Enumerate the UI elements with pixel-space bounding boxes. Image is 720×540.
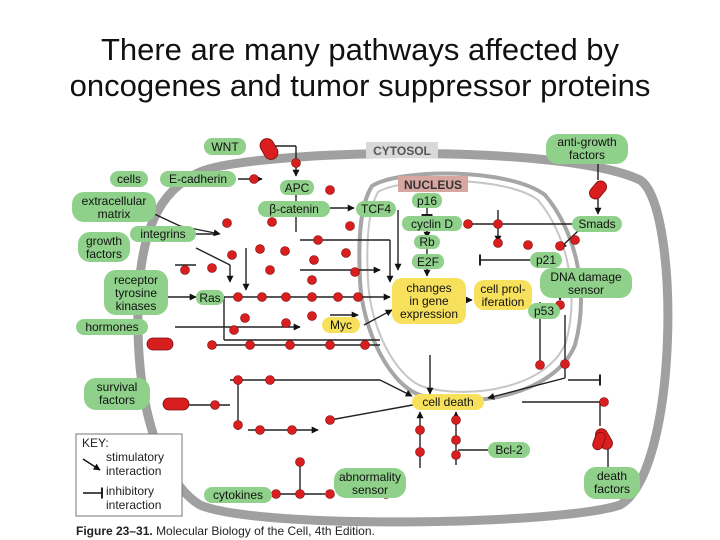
node-survival-factors [84, 378, 150, 410]
node-rb-label: Rb [419, 235, 435, 249]
node-tcf4 [356, 201, 396, 217]
node-ras [196, 290, 224, 305]
node-receptor-label-2: tyrosine [115, 286, 157, 300]
node-growth-label-1: growth [86, 234, 122, 248]
node-death-label-2: factors [594, 482, 630, 496]
legend-stimulatory-arrow [82, 458, 101, 471]
legend-key-title: KEY: [82, 436, 109, 450]
node-abnormality-label-1: abnormality [339, 470, 401, 484]
node-changes-label-3: expression [400, 307, 458, 321]
figure-caption: Figure 23–31. Molecular Biology of the C… [76, 524, 375, 538]
legend-stimulatory-label-2: interaction [106, 464, 161, 478]
node-p21-label: p21 [536, 253, 556, 267]
node-extracellular-label-2: matrix [98, 207, 131, 221]
legend-inhibitory-label-1: inhibitory [106, 484, 154, 498]
slide-title: There are many pathways affected by onco… [0, 32, 720, 104]
node-wnt-label: WNT [211, 140, 239, 154]
node-growth-factors [78, 232, 130, 262]
green-nodes: WNT anti-growth factors cells E-cadherin… [72, 134, 640, 503]
node-p16-label: p16 [417, 194, 437, 208]
node-smads [572, 216, 622, 232]
cell-membrane [133, 149, 673, 527]
nucleus-label-text: NUCLEUS [404, 178, 462, 192]
node-e-cadherin-label: E-cadherin [169, 172, 227, 186]
node-anti-growth-label-1: anti-growth [557, 135, 616, 149]
node-e2f [412, 254, 444, 269]
node-prolif-label-1: cell prol- [480, 282, 525, 296]
node-beta-catenin-label: β-catenin [269, 202, 319, 216]
node-myc [322, 317, 360, 333]
node-anti-growth-factors [546, 134, 628, 164]
node-changes-label-2: in gene [409, 294, 449, 308]
node-death-label-1: death [597, 469, 627, 483]
node-cytokines-label: cytokines [213, 488, 263, 502]
node-cyclin-d-label: cyclin D [411, 217, 453, 231]
figure-caption-number: Figure 23–31. [76, 524, 153, 538]
node-hormones [76, 319, 148, 335]
nuclear-envelope [357, 171, 583, 403]
node-receptor-label-3: kinases [116, 299, 157, 313]
node-changes-label-1: changes [406, 281, 451, 295]
node-apc [280, 180, 314, 195]
node-changes-in-gene-expression [392, 278, 466, 324]
node-survival-label-2: factors [99, 393, 135, 407]
node-wnt [204, 138, 246, 155]
node-growth-label-2: factors [86, 247, 122, 261]
slide-title-line-1: There are many pathways affected by [100, 32, 620, 67]
node-dna-label-1: DNA damage [550, 270, 622, 284]
node-apc-label: APC [285, 181, 310, 195]
node-bcl2-label: Bcl-2 [495, 443, 523, 457]
legend-key: KEY: stimulatory interaction inhibitory … [75, 433, 183, 517]
node-p21 [530, 252, 562, 268]
protein-markers [180, 158, 609, 499]
node-rb [414, 235, 440, 249]
node-p16 [412, 193, 442, 208]
node-cells [110, 171, 148, 187]
slide-title-line-2: oncogenes and tumor suppressor proteins [69, 68, 651, 103]
node-prolif-label-2: iferation [482, 295, 525, 309]
nuclear-envelope-inner [366, 179, 573, 393]
node-receptor-label-1: receptor [114, 273, 158, 287]
node-tcf4-label: TCF4 [361, 202, 391, 216]
node-cyclin-d [402, 216, 462, 231]
node-death-factors [584, 467, 640, 499]
connection-lines [149, 145, 609, 495]
node-dna-damage-sensor [540, 268, 632, 298]
node-cells-label: cells [117, 172, 141, 186]
node-myc-label: Myc [330, 318, 352, 332]
node-p53-label: p53 [534, 304, 554, 318]
node-integrins [130, 226, 196, 242]
nucleus-label: NUCLEUS [398, 176, 468, 192]
node-p53 [528, 303, 560, 319]
node-integrins-label: integrins [140, 227, 185, 241]
legend-key-box [75, 433, 183, 517]
node-cell-proliferation [474, 280, 532, 310]
legend-stimulatory-label-1: stimulatory [106, 450, 164, 464]
node-abnormality-label-2: sensor [352, 483, 388, 497]
node-cell-death-label: cell death [422, 395, 473, 409]
node-receptor-tyrosine-kinases [104, 270, 168, 315]
node-cell-death [412, 394, 484, 410]
node-beta-catenin [258, 201, 330, 217]
node-extracellular-matrix [72, 192, 156, 222]
node-dna-label-2: sensor [568, 283, 604, 297]
cytosol-label-text: CYTOSOL [373, 144, 431, 158]
node-survival-label-1: survival [97, 380, 138, 394]
node-smads-label: Smads [578, 217, 615, 231]
node-ras-label: Ras [199, 291, 220, 305]
node-hormones-label: hormones [85, 320, 138, 334]
membrane-receptors [146, 138, 613, 451]
node-abnormality-sensor [334, 468, 406, 498]
node-e2f-label: E2F [417, 255, 439, 269]
node-anti-growth-label-2: factors [569, 148, 605, 162]
node-bcl2 [488, 442, 530, 458]
cytosol-label: CYTOSOL [366, 142, 438, 158]
figure-caption-source: Molecular Biology of the Cell, 4th Editi… [156, 524, 375, 538]
node-cytokines [204, 487, 272, 503]
node-e-cadherin [160, 171, 236, 187]
legend-inhibitory-label-2: interaction [106, 498, 161, 512]
yellow-nodes: Myc changes in gene expression cell prol… [322, 278, 532, 410]
node-extracellular-label-1: extracellular [82, 194, 147, 208]
